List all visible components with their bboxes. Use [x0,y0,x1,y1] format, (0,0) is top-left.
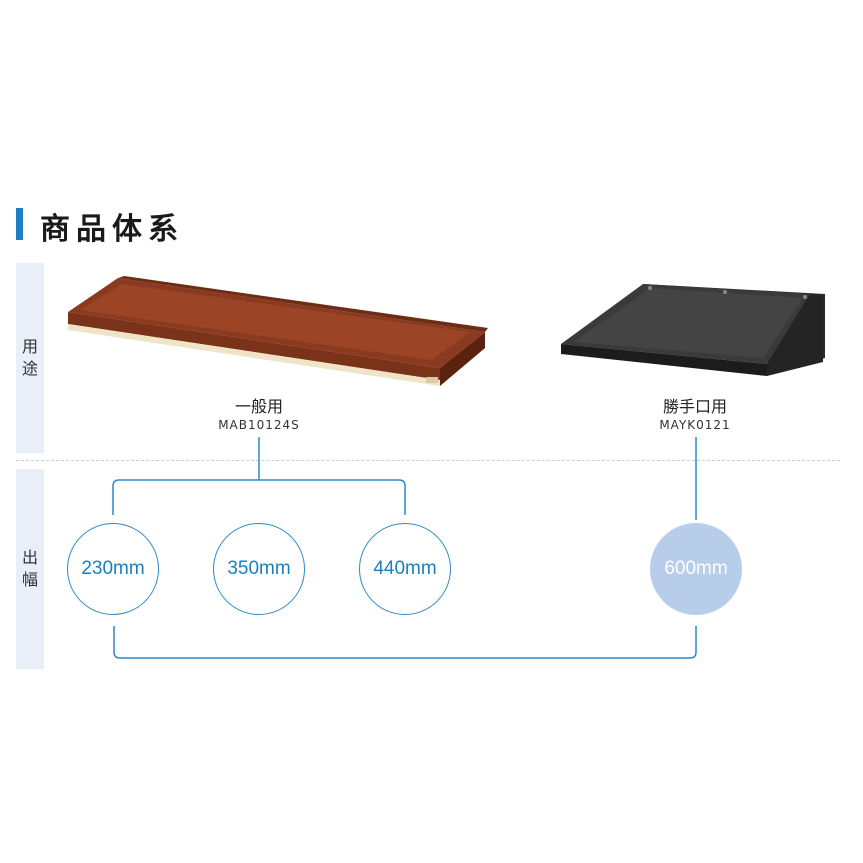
product-code-backdoor: MAYK0121 [659,418,731,432]
width-option-230: 230mm [67,523,159,615]
product-name-backdoor: 勝手口用 [662,397,727,416]
black-canopy-image [561,284,825,376]
brown-canopy-shelf-image [68,276,488,386]
connector-bottom-bracket [113,626,697,659]
width-option-440: 440mm [359,523,451,615]
width-option-600: 600mm [650,523,742,615]
title-accent-bar [16,208,23,240]
side-label-use-char-2: 途 [21,359,38,378]
side-label-width-char-2: 幅 [21,570,38,589]
product-name-general: 一般用 [234,397,283,416]
side-label-width-char-1: 出 [21,548,38,567]
width-option-350: 350mm [213,523,305,615]
section-divider [16,460,840,461]
side-label-width: 出 幅 [16,469,44,669]
product-code-general: MAB10124S [218,418,300,432]
page-title: 商品体系 [40,212,184,247]
side-label-use: 用 途 [16,263,44,453]
side-label-use-char-1: 用 [21,337,38,356]
connector-general-bracket [112,479,406,515]
